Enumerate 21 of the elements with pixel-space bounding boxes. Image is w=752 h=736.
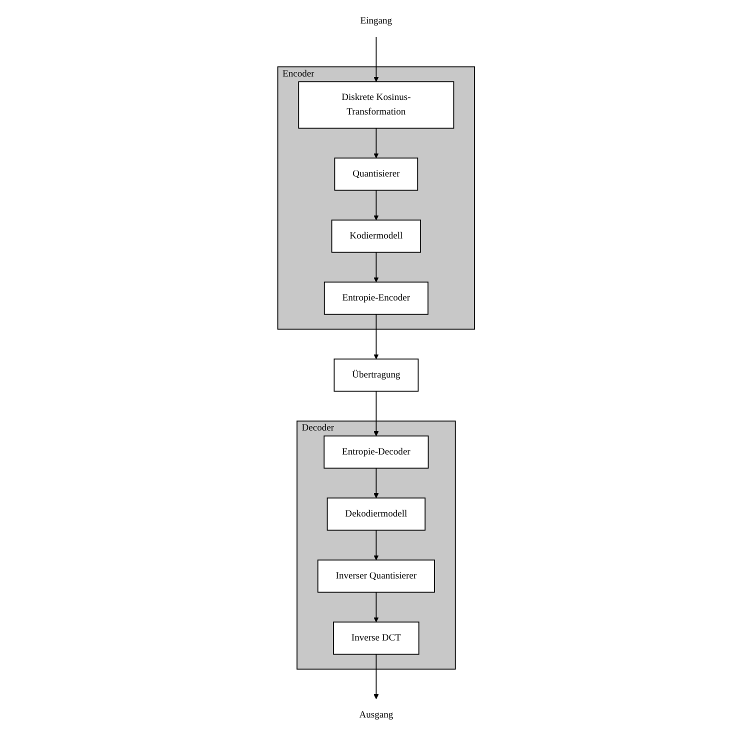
arrow [373, 128, 379, 158]
node-text: Eingang [360, 16, 392, 26]
arrow [373, 390, 379, 436]
node-box: Inverser Quantisierer [317, 560, 435, 593]
arrow [373, 654, 379, 700]
arrow [373, 252, 379, 282]
arrow [373, 36, 379, 82]
node-box: Entropie-Decoder [323, 436, 428, 469]
node-box: Diskrete Kosinus-Transformation [298, 81, 454, 129]
node-box: Übertragung [334, 358, 418, 392]
arrow [373, 592, 379, 622]
arrow [373, 190, 379, 220]
node-box: Inverse DCT [332, 622, 420, 655]
arrow [373, 468, 379, 498]
node-box: Dekodiermodell [326, 498, 426, 531]
node-box: Kodiermodell [331, 220, 421, 253]
arrow [373, 530, 379, 560]
node-text: Ausgang [359, 710, 393, 720]
node-box: Entropie-Encoder [324, 282, 428, 315]
arrow [373, 314, 379, 360]
node-box: Quantisierer [334, 158, 418, 191]
